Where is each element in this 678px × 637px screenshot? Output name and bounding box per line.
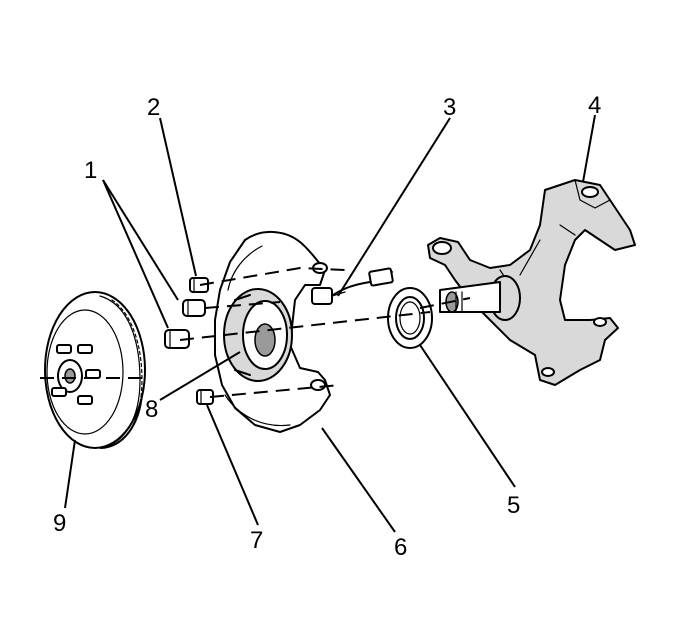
callout-9: 9	[53, 510, 66, 537]
wheel-studs	[51, 344, 101, 405]
hub-bearing	[223, 288, 293, 382]
seal	[387, 287, 433, 349]
callout-7: 7	[250, 527, 263, 554]
leader-lines	[64, 114, 596, 533]
callout-1: 1	[84, 157, 97, 184]
callout-3: 3	[443, 94, 456, 121]
assembly-center-lines	[40, 266, 471, 398]
shield-bolt-upper	[189, 277, 209, 293]
callout-2: 2	[147, 94, 160, 121]
brake-rotor	[44, 291, 146, 449]
callout-5: 5	[507, 492, 520, 519]
steering-knuckle	[427, 179, 636, 386]
callout-6: 6	[394, 534, 407, 561]
wheel-speed-sensor	[311, 267, 394, 305]
callout-4: 4	[588, 92, 601, 119]
hub-bolt-upper	[182, 299, 206, 317]
callout-8: 8	[145, 396, 158, 423]
shield-bolt-lower	[196, 389, 214, 405]
